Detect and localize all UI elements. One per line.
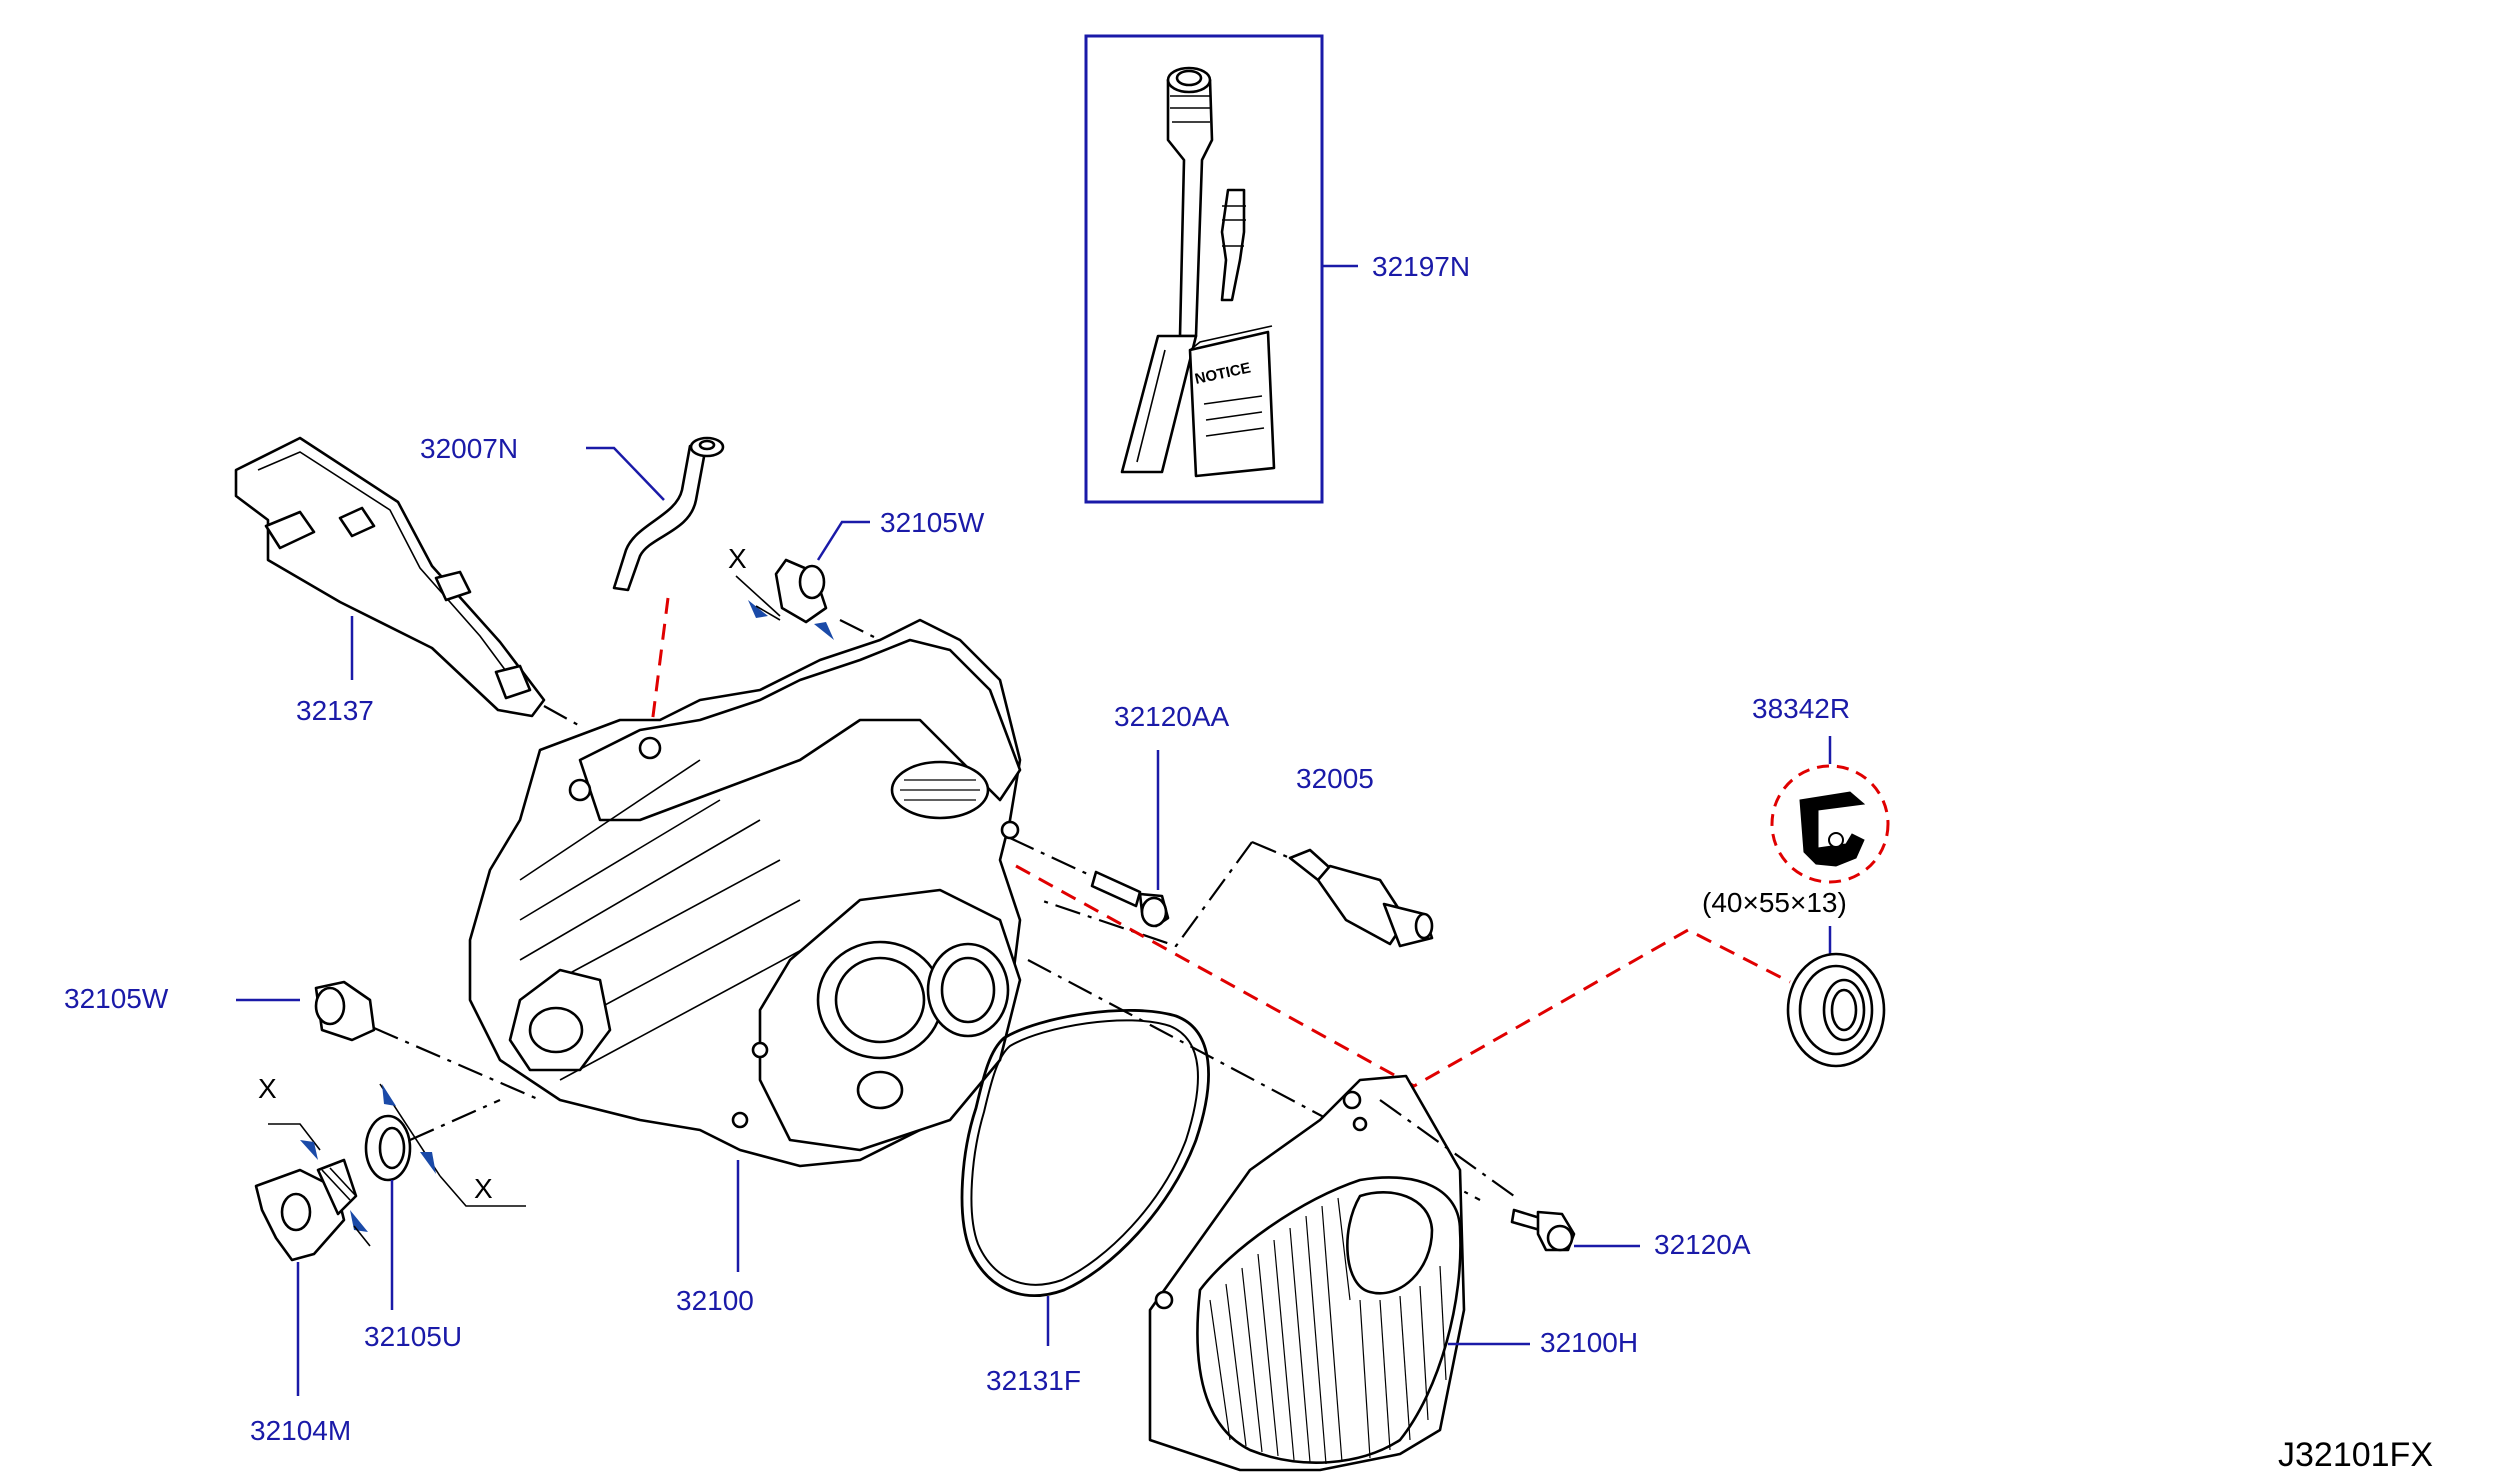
bolt-32120AA: 32120AA [1009,701,1230,928]
housing-cover-32100H: 32100H [1027,959,1638,1472]
label-38342R: 38342R [1752,693,1850,724]
arrow-icon [748,600,768,618]
dipstick-icon [1120,66,1214,474]
gasket-32131F: 32131F [960,1008,1210,1396]
label-32105W-left: 32105W [64,983,169,1014]
plug-32104M: 32104M [250,1158,371,1446]
label-32131F: 32131F [986,1365,1081,1396]
seal-detail-circle [1770,764,1890,884]
label-32104M: 32104M [250,1415,351,1446]
transmission-case: 32100 [468,618,1022,1316]
arrow-icon [814,622,834,640]
label-32007N: 32007N [420,433,518,464]
bolt-32120A: 32120A [1379,1099,1751,1260]
housing-cover-icon [1148,1074,1466,1472]
diagram-code: J32101FX [2278,1436,2433,1474]
transmission-case-icon [468,618,1022,1168]
bushing-left: 32105W [64,980,541,1102]
cover-hatching [1209,1197,1447,1465]
label-32005: 32005 [1296,763,1374,794]
label-32137: 32137 [296,695,374,726]
x-mark-left-b: X [474,1173,493,1204]
gasket-icon [960,1008,1210,1297]
oil-seal-38342R: 38342R (40×55×13) [1015,693,1890,1088]
label-32197N: 32197N [1372,251,1470,282]
bushing-left-icon [314,980,376,1042]
label-32105W-top: 32105W [880,507,985,538]
label-32120A: 32120A [1654,1229,1751,1260]
arrow-icon [420,1152,436,1174]
bearing-icon [1786,952,1886,1068]
arrow-icon [350,1210,368,1232]
arrow-icon [382,1084,396,1106]
x-mark-left-a: X [258,1073,277,1104]
switch-32005: 32005 [1039,763,1434,948]
bearing-size-text: (40×55×13) [1702,887,1847,918]
label-32120AA: 32120AA [1114,701,1230,732]
baffle-plate: 32137 [234,436,581,727]
label-32100H: 32100H [1540,1327,1638,1358]
bushing-top: 32105W X [728,507,985,661]
label-32105U: 32105U [364,1321,462,1352]
washer-icon [364,1114,412,1182]
tube-fitting-icon [1220,188,1246,302]
bushing-top-icon [774,558,828,624]
notice-booklet-icon: NOTICE [1188,325,1276,478]
baffle-plate-icon [234,436,546,718]
washer-32105U: X X 32105U [258,1073,526,1352]
x-mark-top: X [728,543,747,574]
breather-hose-icon [612,436,725,592]
seal-section-icon [1799,791,1866,867]
label-32100: 32100 [676,1285,754,1316]
dipstick-kit: NOTICE 32197N [1084,34,1470,504]
plug-icon [254,1158,358,1262]
bolt-icon [1090,870,1170,928]
switch-icon [1288,848,1434,948]
breather-hose: 32007N [420,433,725,741]
kit-box [1084,34,1324,504]
bolt-icon [1510,1208,1576,1252]
arrow-icon [300,1140,318,1160]
